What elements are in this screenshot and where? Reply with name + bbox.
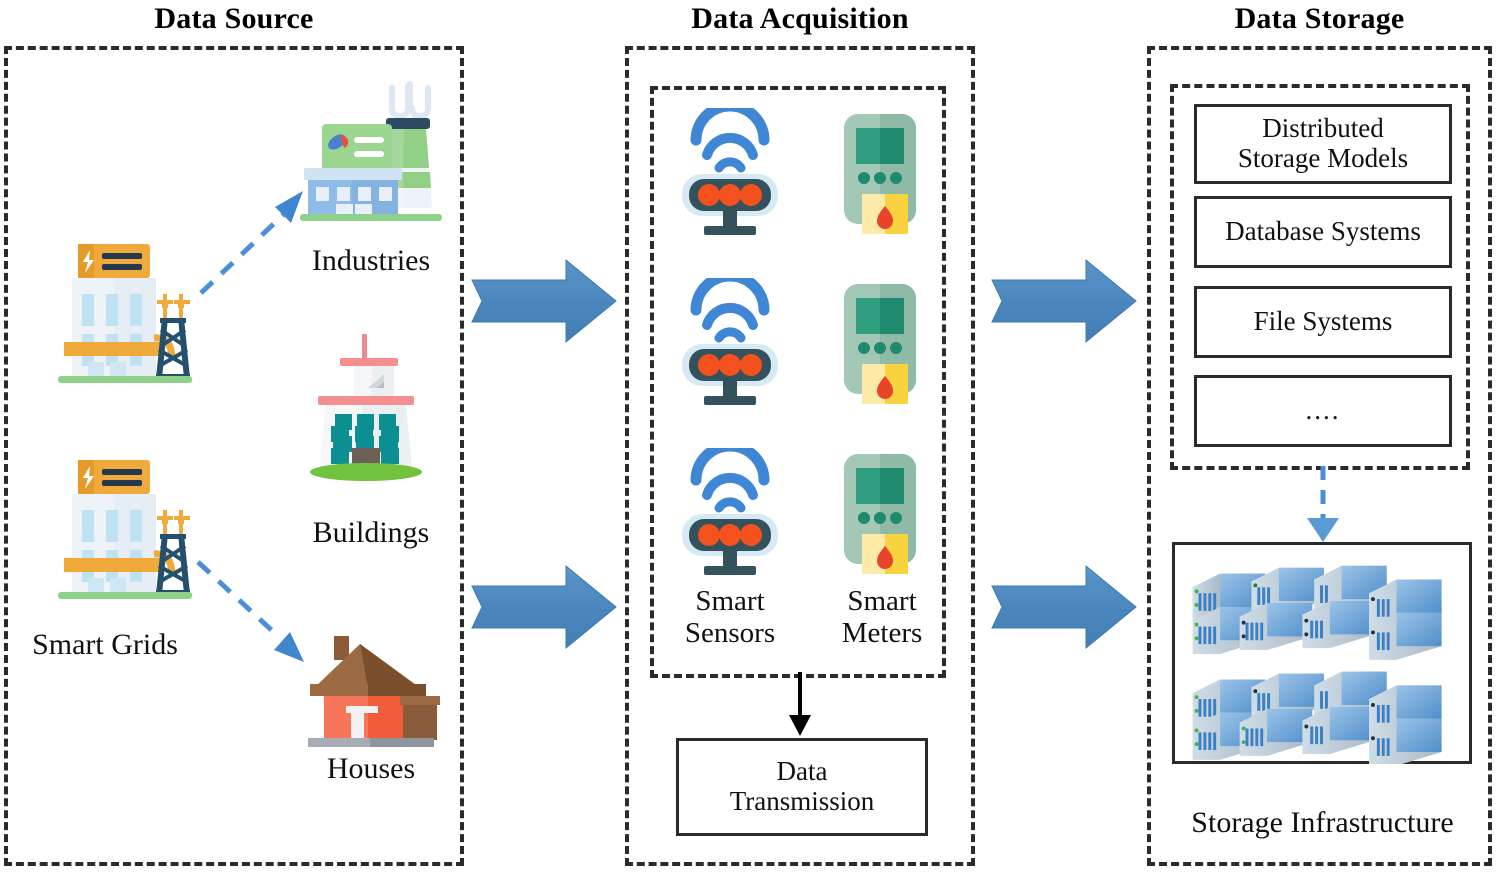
panel-title-data-acquisition: Data Acquisition [691, 2, 909, 35]
devices-to-transmission-connector [780, 672, 820, 740]
office-building-icon [300, 330, 432, 495]
arrow-acquisition-to-storage-top [988, 256, 1146, 352]
buildings-label: Buildings [312, 516, 430, 549]
arrow-acquisition-to-storage-bottom [988, 562, 1146, 658]
storage-model-box: Distributed Storage Models [1194, 104, 1452, 184]
storage-model-label: Distributed Storage Models [1237, 113, 1409, 173]
smart-meters-label: Smart Meters [841, 585, 923, 649]
industries-label: Industries [311, 244, 431, 277]
storage-model-box: Database Systems [1194, 196, 1452, 268]
storage-models-group [1170, 84, 1470, 470]
smart-grids-label: Smart Grids [32, 628, 178, 661]
arrow-source-to-acquisition-top [468, 256, 626, 352]
smart-meter-icon [834, 280, 926, 408]
grid-to-industries-connector [195, 185, 325, 300]
data-transmission-label: Data Transmission [729, 756, 875, 816]
panel-title-data-storage: Data Storage [1234, 2, 1405, 35]
storage-model-label: .... [1305, 395, 1341, 426]
server-racks-icon [1192, 565, 1442, 764]
grid-to-houses-connector [192, 552, 327, 672]
smart-meter-icon [834, 450, 926, 578]
smart-sensors-label: Smart Sensors [684, 585, 776, 649]
panel-title-data-source: Data Source [154, 2, 314, 35]
smart-sensor-icon [678, 270, 782, 408]
power-plant-icon [44, 242, 204, 392]
storage-model-box: File Systems [1194, 286, 1452, 358]
houses-label: Houses [326, 752, 416, 785]
storage-model-box: .... [1194, 375, 1452, 447]
smart-meter-icon [834, 110, 926, 238]
smart-sensor-icon [678, 100, 782, 238]
models-to-infrastructure-connector [1300, 466, 1346, 546]
factory-icon [296, 76, 446, 224]
smart-sensor-icon [678, 440, 782, 578]
arrow-source-to-acquisition-bottom [468, 562, 626, 658]
storage-infrastructure-label: Storage Infrastructure [1191, 806, 1454, 839]
storage-infrastructure-box [1172, 542, 1472, 764]
data-transmission-box: Data Transmission [676, 738, 928, 836]
panel-data-source [4, 46, 464, 866]
storage-model-label: Database Systems [1225, 216, 1421, 247]
panel-data-acquisition [625, 46, 975, 866]
house-icon [298, 630, 440, 755]
storage-model-label: File Systems [1253, 306, 1393, 337]
panel-data-storage [1147, 46, 1492, 866]
power-plant-icon [44, 458, 204, 608]
